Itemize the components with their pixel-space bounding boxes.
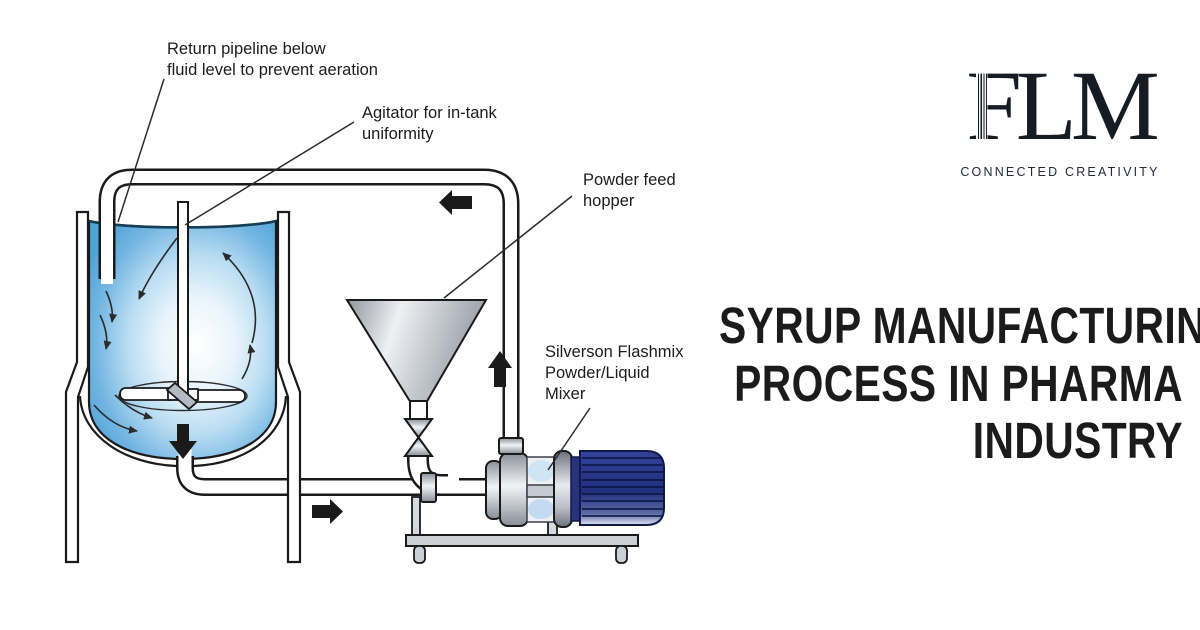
label-hopper: Powder feed xyxy=(583,171,676,189)
label-mixer: Silverson Flashmix xyxy=(545,343,684,361)
chamber-tie-bar xyxy=(526,484,557,498)
label-return-pipeline: fluid level to prevent aeration xyxy=(167,61,378,79)
diagram-labels: Return pipeline below fluid level to pre… xyxy=(167,40,684,403)
chamber-glow-top xyxy=(528,460,554,482)
label-mixer: Powder/Liquid xyxy=(545,364,650,382)
page-title: SYRUP MANUFACTURING PROCESS IN PHARMA IN… xyxy=(719,297,1200,470)
title-line: SYRUP MANUFACTURING xyxy=(719,297,1200,354)
powder-feed-hopper xyxy=(345,299,488,503)
outlet-pipeline xyxy=(176,449,492,496)
brand-logo: FLM CONNECTED CREATIVITY xyxy=(935,56,1185,180)
motor-body xyxy=(579,450,665,526)
flow-arrow-left-icon xyxy=(439,190,472,215)
label-agitator: uniformity xyxy=(362,125,434,143)
leader-hopper xyxy=(443,195,573,299)
motor-fins xyxy=(582,457,664,517)
impeller-pitch-blade xyxy=(165,381,199,411)
logo-wordmark: FLM xyxy=(966,56,1160,156)
label-return-pipeline: Return pipeline below xyxy=(167,40,326,58)
baseplate-foot-right xyxy=(615,545,628,564)
motor-adapter xyxy=(570,456,581,522)
support-strut-left xyxy=(411,496,421,538)
flashmix-mixer-unit xyxy=(405,437,665,564)
agitator xyxy=(118,201,248,412)
title-line: PROCESS IN PHARMA xyxy=(734,354,1183,412)
hopper-neck xyxy=(409,400,428,420)
flow-arrows xyxy=(169,190,512,524)
baseplate xyxy=(405,534,639,547)
logo-text: FLM xyxy=(966,50,1160,161)
stand-leg-right xyxy=(276,210,302,564)
mixing-tank xyxy=(78,201,288,468)
logo-tagline: CONNECTED CREATIVITY xyxy=(960,165,1160,179)
chamber-glow-bottom xyxy=(528,499,554,519)
baseplate-foot-left xyxy=(413,545,426,564)
process-diagram: Return pipeline below fluid level to pre… xyxy=(64,40,684,564)
agitator-shaft xyxy=(177,201,189,395)
valve-upper xyxy=(403,418,434,440)
label-mixer: Mixer xyxy=(545,385,586,403)
label-hopper: hopper xyxy=(583,192,635,210)
leader-agitator xyxy=(184,121,355,226)
hopper-cone xyxy=(345,299,488,404)
inlet-pipe-flange xyxy=(420,472,437,503)
flow-arrow-down-icon xyxy=(169,424,197,459)
motor-flange-ring xyxy=(553,450,573,528)
tank-outer-shell-left xyxy=(78,395,177,468)
valve-lower xyxy=(403,435,434,457)
tank-outer-shell-right xyxy=(193,395,288,468)
leader-return-pipeline xyxy=(117,78,165,223)
outlet-pipe-flange xyxy=(498,437,524,455)
return-pipeline xyxy=(98,168,520,450)
circulation-arrows xyxy=(93,237,257,434)
leader-lines xyxy=(117,78,591,471)
title-line: INDUSTRY xyxy=(972,412,1183,469)
flow-arrow-right-icon xyxy=(312,499,343,524)
leader-mixer xyxy=(547,407,591,471)
flow-arrow-up-icon xyxy=(488,351,512,387)
stand-leg-left xyxy=(64,210,90,564)
label-agitator: Agitator for in-tank xyxy=(362,104,498,122)
tank-stand xyxy=(64,210,302,564)
pump-casing xyxy=(499,452,529,527)
